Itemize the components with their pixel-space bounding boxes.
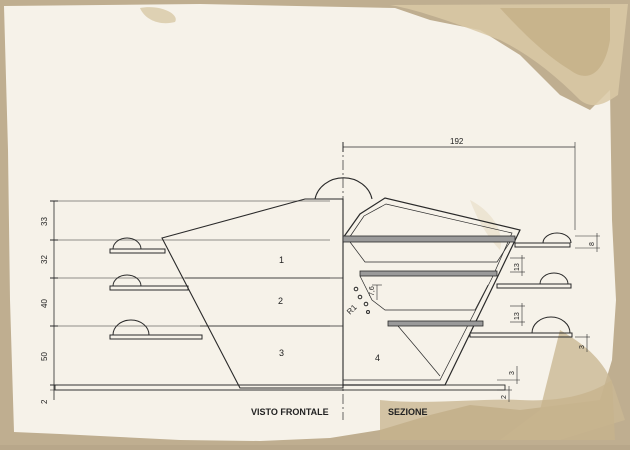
- view-label-section: SEZIONE: [388, 407, 428, 417]
- dim-right-2: 13: [514, 263, 521, 271]
- compartment-label: 1: [279, 255, 284, 265]
- compartment-label: 4: [375, 353, 380, 363]
- dim-left-5: 2: [40, 399, 49, 404]
- right-shelf-3: [469, 316, 573, 338]
- left-shelf-1: [109, 237, 166, 254]
- dim-left-1: 33: [40, 217, 49, 226]
- section-shelf-1: [342, 235, 516, 243]
- dim-left-3: 40: [40, 299, 49, 308]
- dim-overall: 192: [450, 137, 464, 146]
- section-shelf-3: [387, 320, 484, 327]
- top-dome: [314, 177, 373, 200]
- labels: 1 2 3 4 192 33 32 40 50 2 8 13 13 3 3 2 …: [40, 137, 596, 417]
- dim-right-1: 8: [589, 242, 596, 246]
- base-plate: [54, 384, 506, 391]
- compartment-label: 3: [279, 348, 284, 358]
- dim-right-4: 3: [579, 345, 586, 349]
- right-shelf-1: [514, 232, 572, 248]
- left-shelf-2: [109, 274, 189, 291]
- drawing-linework: [50, 142, 600, 420]
- dim-left-2: 32: [40, 255, 49, 264]
- dim-right-5: 3: [509, 371, 516, 375]
- right-shelf-2: [496, 272, 572, 289]
- dim-hole: 7,6: [369, 286, 376, 296]
- section-outline: [342, 197, 521, 386]
- hole: [353, 286, 359, 292]
- hole: [363, 301, 369, 307]
- dim-right-3: 13: [514, 312, 521, 320]
- hole: [366, 310, 370, 314]
- compartment-label: 2: [278, 296, 283, 306]
- section-shelf-2: [359, 270, 498, 277]
- dim-left-4: 50: [40, 352, 49, 361]
- view-label-front: VISTO FRONTALE: [251, 407, 329, 417]
- hole: [357, 294, 363, 300]
- dim-right-6: 2: [501, 395, 508, 399]
- left-shelf-3: [109, 319, 203, 340]
